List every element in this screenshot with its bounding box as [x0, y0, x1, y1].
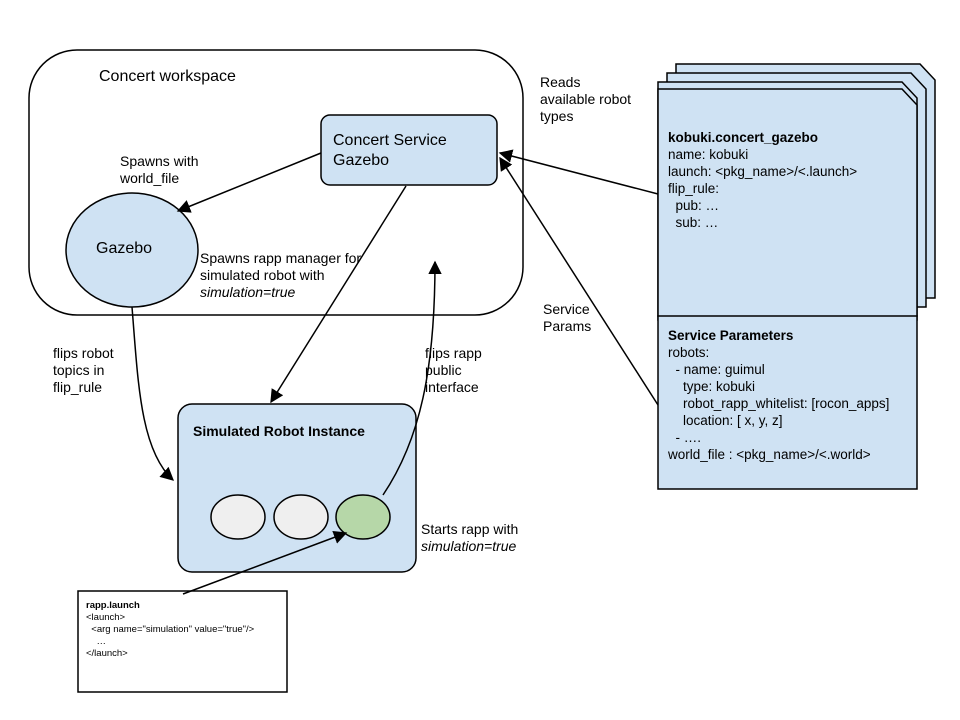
- label-reads-types: Reads available robot types: [540, 74, 631, 125]
- gazebo-doc-content: kobuki.concert_gazebo name: kobuki launc…: [668, 129, 857, 231]
- service-doc-box: [657, 315, 918, 490]
- arrow-spawns-gazebo: [176, 152, 322, 213]
- gazebo-doc-line: flip_rule:: [668, 181, 720, 196]
- label-spawns-world-line1: Spawns with: [120, 153, 199, 169]
- label-flips-topics-line1: flips robot: [53, 345, 114, 361]
- label-flips-topics: flips robot topics in flip_rule: [53, 345, 114, 396]
- label-starts-rapp: Starts rapp with simulation=true: [421, 521, 518, 555]
- label-spawns-world: Spawns with world_file: [120, 153, 199, 187]
- label-starts-rapp-param: simulation=true: [421, 538, 517, 554]
- gazebo-doc-line: launch: <pkg_name>/<.launch>: [668, 164, 858, 179]
- label-spawns-rapp: Spawns rapp manager for simulated robot …: [200, 250, 361, 301]
- label-service-params: Service Params: [543, 301, 591, 335]
- service-doc-line: world_file : <pkg_name>/<.world>: [668, 447, 871, 462]
- service-node-box: [320, 114, 498, 186]
- gazebo-doc-line: sub: …: [668, 215, 719, 230]
- label-starts-rapp-line1: Starts rapp with: [421, 521, 519, 537]
- rapp-launch-line: <launch>: [86, 612, 126, 623]
- gazebo-node-label: Gazebo: [96, 240, 153, 257]
- service-doc-line: type: kobuki: [668, 379, 756, 394]
- label-flips-interface: flips rapp public interface: [425, 345, 482, 396]
- arrow-service-params: [499, 156, 659, 406]
- service-doc-line: - ….: [668, 430, 702, 445]
- gazebo-doc-line: pub: …: [668, 198, 720, 213]
- service-doc-line: location: [ x, y, z]: [668, 413, 783, 428]
- service-doc-line: - name: guimul: [668, 362, 765, 377]
- label-service-params-line2: Params: [543, 318, 592, 334]
- arrow-flips-interface: [382, 260, 442, 496]
- arrow-flips-topics: [131, 306, 174, 481]
- workspace-title: Concert workspace: [99, 68, 236, 85]
- service-node-line1: Concert Service: [333, 132, 447, 149]
- label-flips-interface-line2: public: [425, 362, 462, 378]
- gazebo-doc-title: kobuki.concert_gazebo: [668, 130, 819, 145]
- label-spawns-world-line2: world_file: [120, 170, 180, 186]
- rapp-idle-2: [273, 494, 329, 540]
- rapp-launch-title: rapp.launch: [86, 600, 140, 611]
- rapp-launch-box: [77, 590, 288, 693]
- label-spawns-rapp-line1: Spawns rapp manager for: [200, 250, 362, 266]
- label-flips-topics-line2: topics in: [53, 362, 105, 378]
- arrow-starts-rapp: [182, 530, 348, 595]
- label-reads-types-line3: types: [540, 108, 574, 124]
- label-spawns-rapp-line2: simulated robot with: [200, 267, 325, 283]
- label-reads-types-line2: available robot: [540, 91, 632, 107]
- rapp-idle-1: [210, 494, 266, 540]
- service-node-line2: Gazebo: [333, 152, 390, 169]
- label-flips-topics-line3: flip_rule: [53, 379, 103, 395]
- arrow-reads-types: [498, 149, 659, 195]
- service-doc-title: Service Parameters: [668, 328, 794, 343]
- service-doc-line: robot_rapp_whitelist: [rocon_apps]: [668, 396, 890, 411]
- arrow-service-to-robot: [270, 185, 407, 404]
- robot-instance-title: Simulated Robot Instance: [193, 423, 365, 439]
- rapp-active: [335, 494, 391, 540]
- label-service-params-line1: Service: [543, 301, 590, 317]
- label-spawns-rapp-param: simulation=true: [200, 284, 296, 300]
- rapp-launch-line: <arg name="simulation" value="true"/>: [86, 624, 255, 635]
- rapp-launch-line: </launch>: [86, 648, 128, 659]
- rapp-launch-content: rapp.launch <launch> <arg name="simulati…: [86, 600, 254, 660]
- label-flips-interface-line3: interface: [425, 379, 479, 395]
- rapp-launch-line: …: [86, 636, 107, 647]
- gazebo-doc-stack: [657, 63, 936, 321]
- service-doc-content: Service Parameters robots: - name: guimu…: [668, 327, 889, 463]
- service-doc-line: robots:: [668, 345, 710, 360]
- gazebo-doc-line: name: kobuki: [668, 147, 749, 162]
- label-reads-types-line1: Reads: [540, 74, 581, 90]
- label-flips-interface-line1: flips rapp: [425, 345, 482, 361]
- service-node-label: Concert Service Gazebo: [333, 131, 447, 171]
